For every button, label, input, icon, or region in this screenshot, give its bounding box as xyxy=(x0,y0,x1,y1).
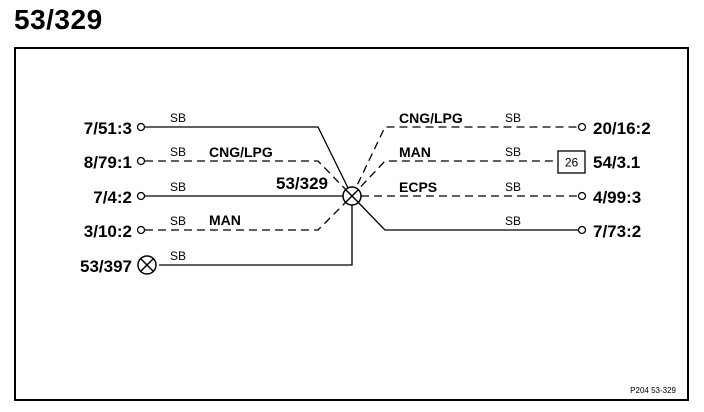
terminal-label-left-1: 7/51:3 xyxy=(84,119,132,138)
terminal-circle-7-51-3 xyxy=(136,122,146,132)
diagram-frame xyxy=(14,47,689,401)
connector-box-label: 26 xyxy=(565,156,579,170)
lamp-symbol-icon xyxy=(137,255,157,275)
terminal-label-right-4: 7/73:2 xyxy=(593,222,641,241)
terminal-label-left-3: 7/4:2 xyxy=(93,188,132,207)
splice-node-icon xyxy=(342,186,362,206)
terminal-label-left-5: 53/397 xyxy=(80,257,132,276)
terminal-circle-4-99-3 xyxy=(577,191,587,201)
wire-code-left-3: SB xyxy=(170,180,186,194)
variant-label-right-ecps: ECPS xyxy=(399,179,437,195)
wire-code-right-1: SB xyxy=(505,111,521,125)
terminal-circle-8-79-1 xyxy=(136,156,146,166)
terminal-label-right-1: 20/16:2 xyxy=(593,119,651,138)
figure-reference: P204 53-329 xyxy=(630,386,676,395)
wire-code-left-5: SB xyxy=(170,249,186,263)
wire-20-16-2 xyxy=(351,126,578,197)
terminal-label-left-2: 8/79:1 xyxy=(84,153,132,172)
terminal-label-right-2: 54/3.1 xyxy=(593,153,640,172)
wire-3-10-2 xyxy=(145,195,353,231)
wire-code-left-1: SB xyxy=(170,111,186,125)
wire-7-73-2 xyxy=(351,195,578,231)
center-node-label: 53/329 xyxy=(276,174,328,193)
wire-code-left-4: SB xyxy=(170,214,186,228)
wire-53-397 xyxy=(159,205,353,266)
wire-code-right-4: SB xyxy=(505,214,521,228)
terminal-circle-3-10-2 xyxy=(136,225,146,235)
variant-label-right-cng-lpg: CNG/LPG xyxy=(399,110,463,126)
wire-8-79-1 xyxy=(145,160,353,197)
variant-label-left-man: MAN xyxy=(209,212,241,228)
page-title: 53/329 xyxy=(14,4,103,35)
terminal-label-left-4: 3/10:2 xyxy=(84,222,132,241)
variant-label-right-man: MAN xyxy=(399,144,431,160)
connector-box xyxy=(557,150,586,174)
terminal-circle-7-73-2 xyxy=(577,225,587,235)
wire-code-left-2: SB xyxy=(170,145,186,159)
wire-code-right-2: SB xyxy=(505,145,521,159)
wire-7-51-3 xyxy=(145,126,353,197)
wire-code-right-3: SB xyxy=(505,180,521,194)
terminal-circle-7-4-2 xyxy=(136,191,146,201)
wire-54-3-1 xyxy=(351,160,557,197)
terminal-circle-20-16-2 xyxy=(577,122,587,132)
variant-label-left-cng-lpg: CNG/LPG xyxy=(209,144,273,160)
terminal-label-right-3: 4/99:3 xyxy=(593,188,641,207)
